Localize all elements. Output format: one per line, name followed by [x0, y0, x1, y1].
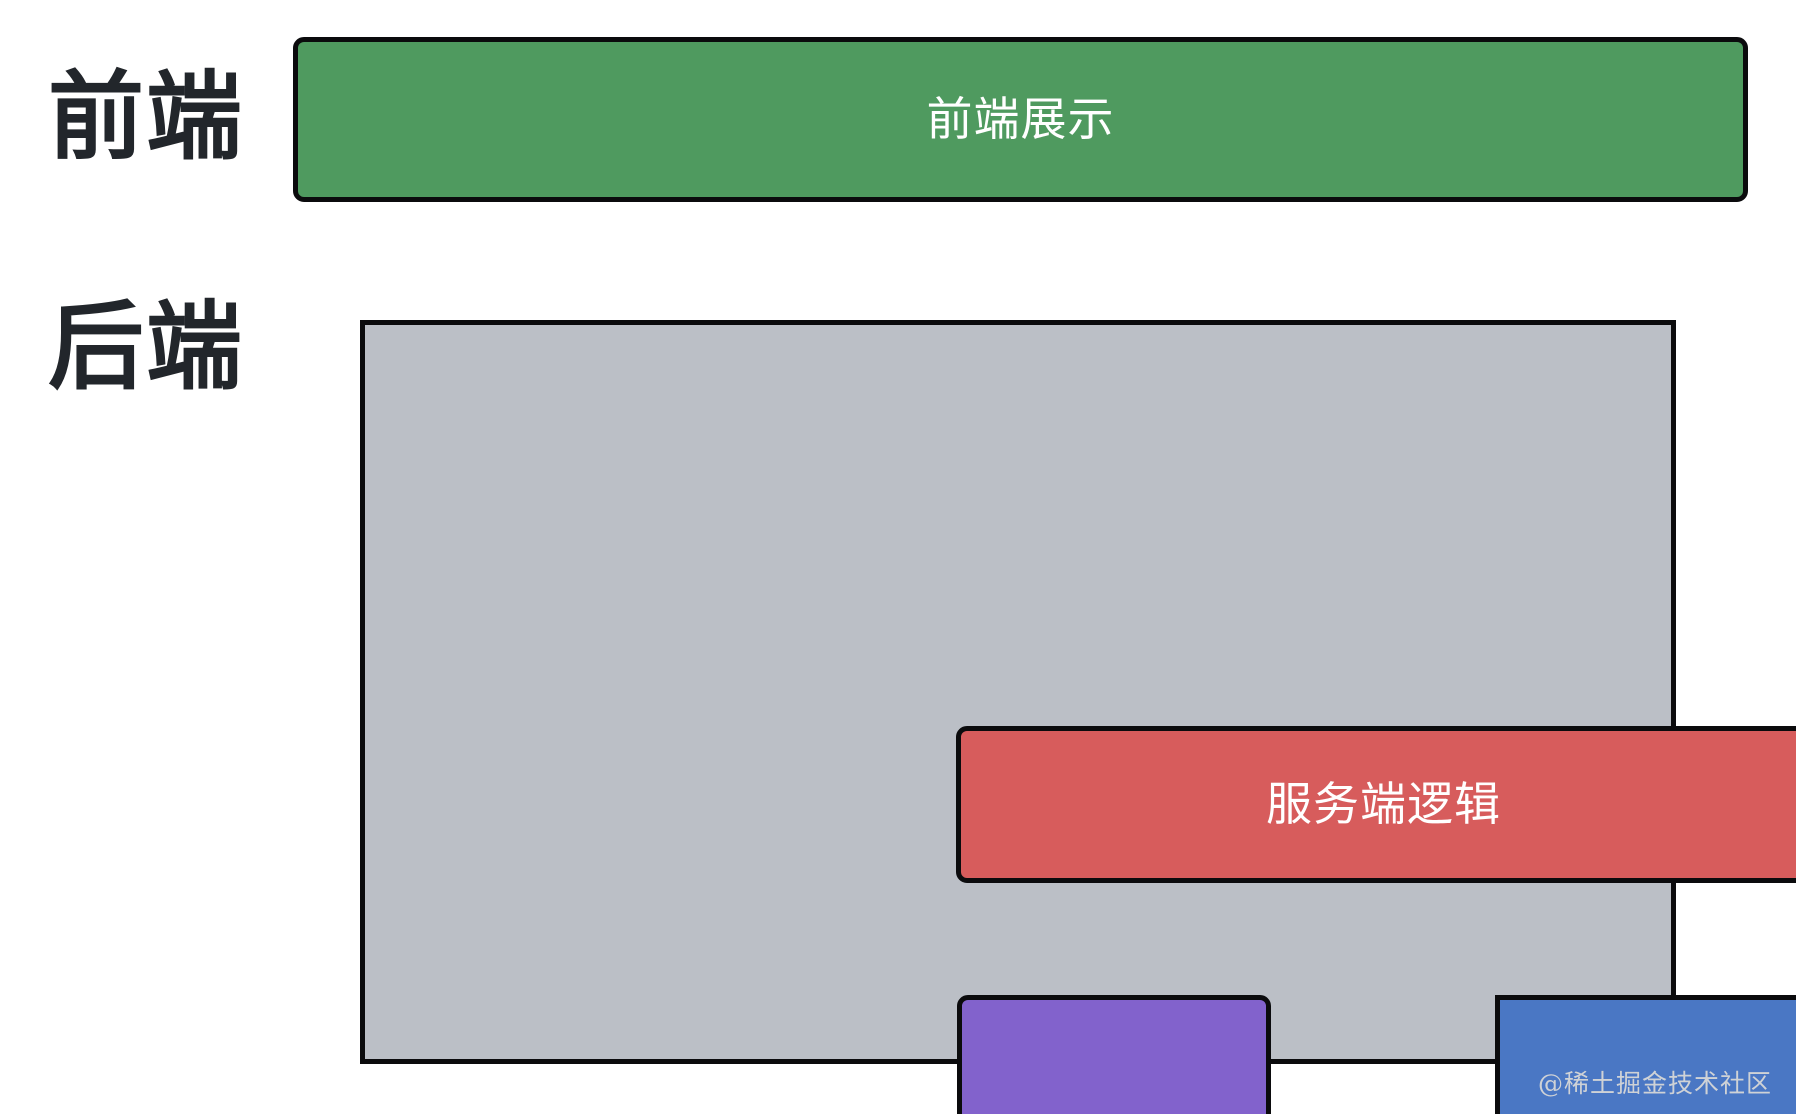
box-frontend-display[interactable]: 前端展示: [293, 37, 1748, 202]
box-server-logic[interactable]: 服务端逻辑: [956, 726, 1796, 883]
box-server-logic-label: 服务端逻辑: [1266, 777, 1501, 832]
section-label-backend: 后端: [48, 291, 244, 403]
watermark: @稀土掘金技术社区: [1537, 1069, 1772, 1098]
box-static-resources[interactable]: 静态资源: [957, 995, 1271, 1114]
box-database[interactable]: 数据库: [1495, 995, 1796, 1114]
box-backend-container[interactable]: 服务端逻辑 静态资源 数据库: [360, 320, 1796, 1114]
box-frontend-display-label: 前端展示: [926, 92, 1115, 147]
section-label-frontend: 前端: [48, 61, 244, 173]
